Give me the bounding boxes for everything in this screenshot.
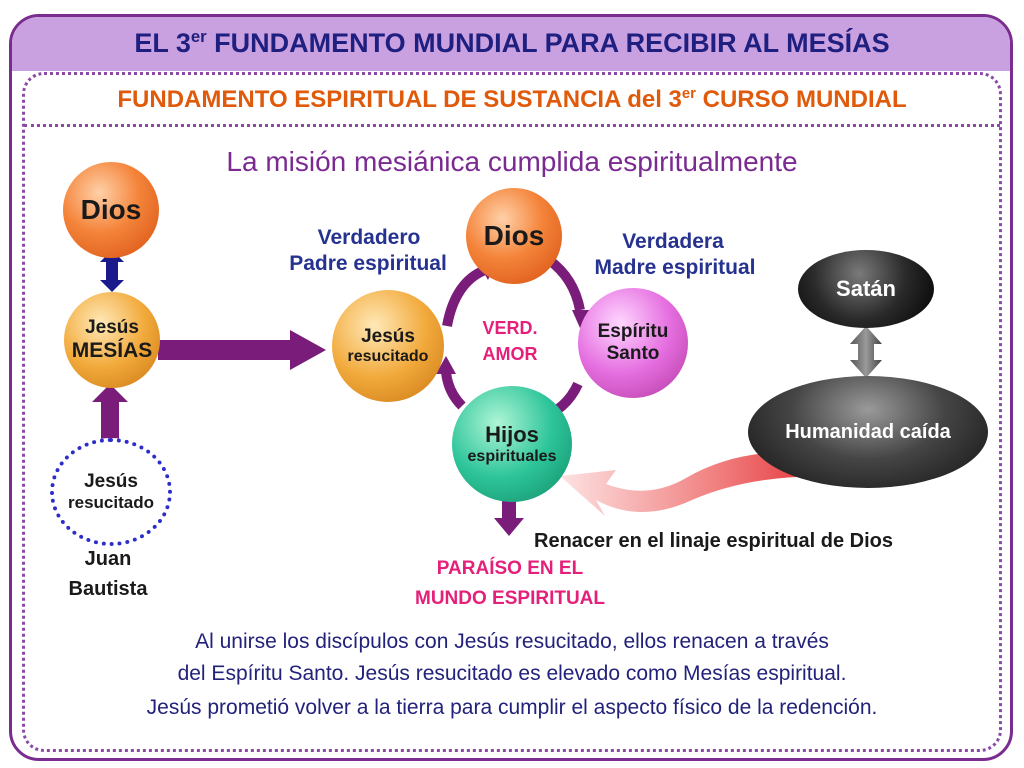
cycle-arc-bottom-left bbox=[441, 371, 466, 410]
messiah-to-resurrected-arrow bbox=[158, 330, 326, 370]
true-mother-line2: Madre espiritual bbox=[594, 256, 756, 279]
mission-heading: La misión mesiánica cumplida espiritualm… bbox=[226, 146, 798, 177]
main-title: EL 3er FUNDAMENTO MUNDIAL PARA RECIBIR A… bbox=[134, 27, 890, 58]
true-mother-line1: Verdadera bbox=[622, 230, 724, 253]
dios-circle-center: Dios bbox=[466, 188, 562, 284]
jesus-messiah-circle: Jesús MESÍAS bbox=[64, 292, 160, 388]
espiritu-line2: Santo bbox=[606, 343, 660, 364]
paragraph-line3: Jesús prometió volver a la tierra para c… bbox=[146, 696, 878, 719]
jesus-messiah-line1: Jesús bbox=[85, 317, 139, 338]
jesus-resucitado-circle: Jesús resucitado bbox=[332, 290, 444, 402]
dios-center-label: Dios bbox=[483, 220, 545, 251]
dios-jesus-double-arrow-body bbox=[100, 250, 124, 292]
jesus-messiah-line2: MESÍAS bbox=[71, 339, 153, 362]
subtitle: FUNDAMENTO ESPIRITUAL DE SUSTANCIA del 3… bbox=[117, 86, 907, 113]
true-father-line2: Padre espiritual bbox=[289, 252, 447, 275]
juan-bautista-line2: Bautista bbox=[68, 578, 148, 600]
title-band bbox=[12, 17, 1010, 71]
jesus-resucitado-dotted-circle: Jesús resucitado bbox=[50, 438, 172, 546]
satan-humanity-double-arrow bbox=[850, 326, 882, 378]
jesus-resucitado-line2: resucitado bbox=[347, 348, 429, 365]
espiritu-line1: Espíritu bbox=[597, 321, 669, 342]
paradise-line2: MUNDO ESPIRITUAL bbox=[415, 588, 605, 609]
true-love-line2: AMOR bbox=[482, 344, 538, 364]
jesus-resucitado-line1: Jesús bbox=[361, 326, 415, 347]
espiritu-santo-circle: Espíritu Santo bbox=[578, 288, 688, 398]
fallen-humanity-label: Humanidad caída bbox=[785, 420, 951, 443]
paragraph-line1: Al unirse los discípulos con Jesús resuc… bbox=[195, 630, 829, 653]
resucitado-left-line1: Jesús bbox=[84, 471, 138, 492]
true-father-line1: Verdadero bbox=[317, 226, 421, 249]
paragraph-line2: del Espíritu Santo. Jesús resucitado es … bbox=[177, 662, 847, 685]
fallen-humanity-ellipse: Humanidad caída bbox=[748, 376, 988, 488]
cycle-arc-bottom-left-head bbox=[436, 356, 456, 374]
dios-left-label: Dios bbox=[80, 194, 142, 225]
hijos-espirituales-circle: Hijos espirituales bbox=[452, 386, 572, 502]
hijos-line2: espirituales bbox=[467, 448, 557, 465]
rebirth-caption: Renacer en el linaje espiritual de Dios bbox=[534, 530, 894, 552]
juan-bautista-line1: Juan bbox=[84, 548, 132, 570]
satan-ellipse: Satán bbox=[798, 250, 934, 328]
true-love-line1: VERD. bbox=[482, 318, 538, 338]
cycle-arc-top-left bbox=[442, 265, 488, 327]
dios-circle-left: Dios bbox=[63, 162, 159, 258]
satan-label: Satán bbox=[836, 276, 896, 301]
hijos-line1: Hijos bbox=[485, 422, 539, 447]
hijos-to-paradise-arrow bbox=[494, 500, 524, 536]
juan-up-arrow bbox=[92, 384, 128, 440]
subtitle-separator bbox=[24, 124, 1000, 127]
paradise-line1: PARAÍSO EN EL bbox=[436, 558, 584, 579]
resucitado-left-line2: resucitado bbox=[68, 493, 154, 512]
